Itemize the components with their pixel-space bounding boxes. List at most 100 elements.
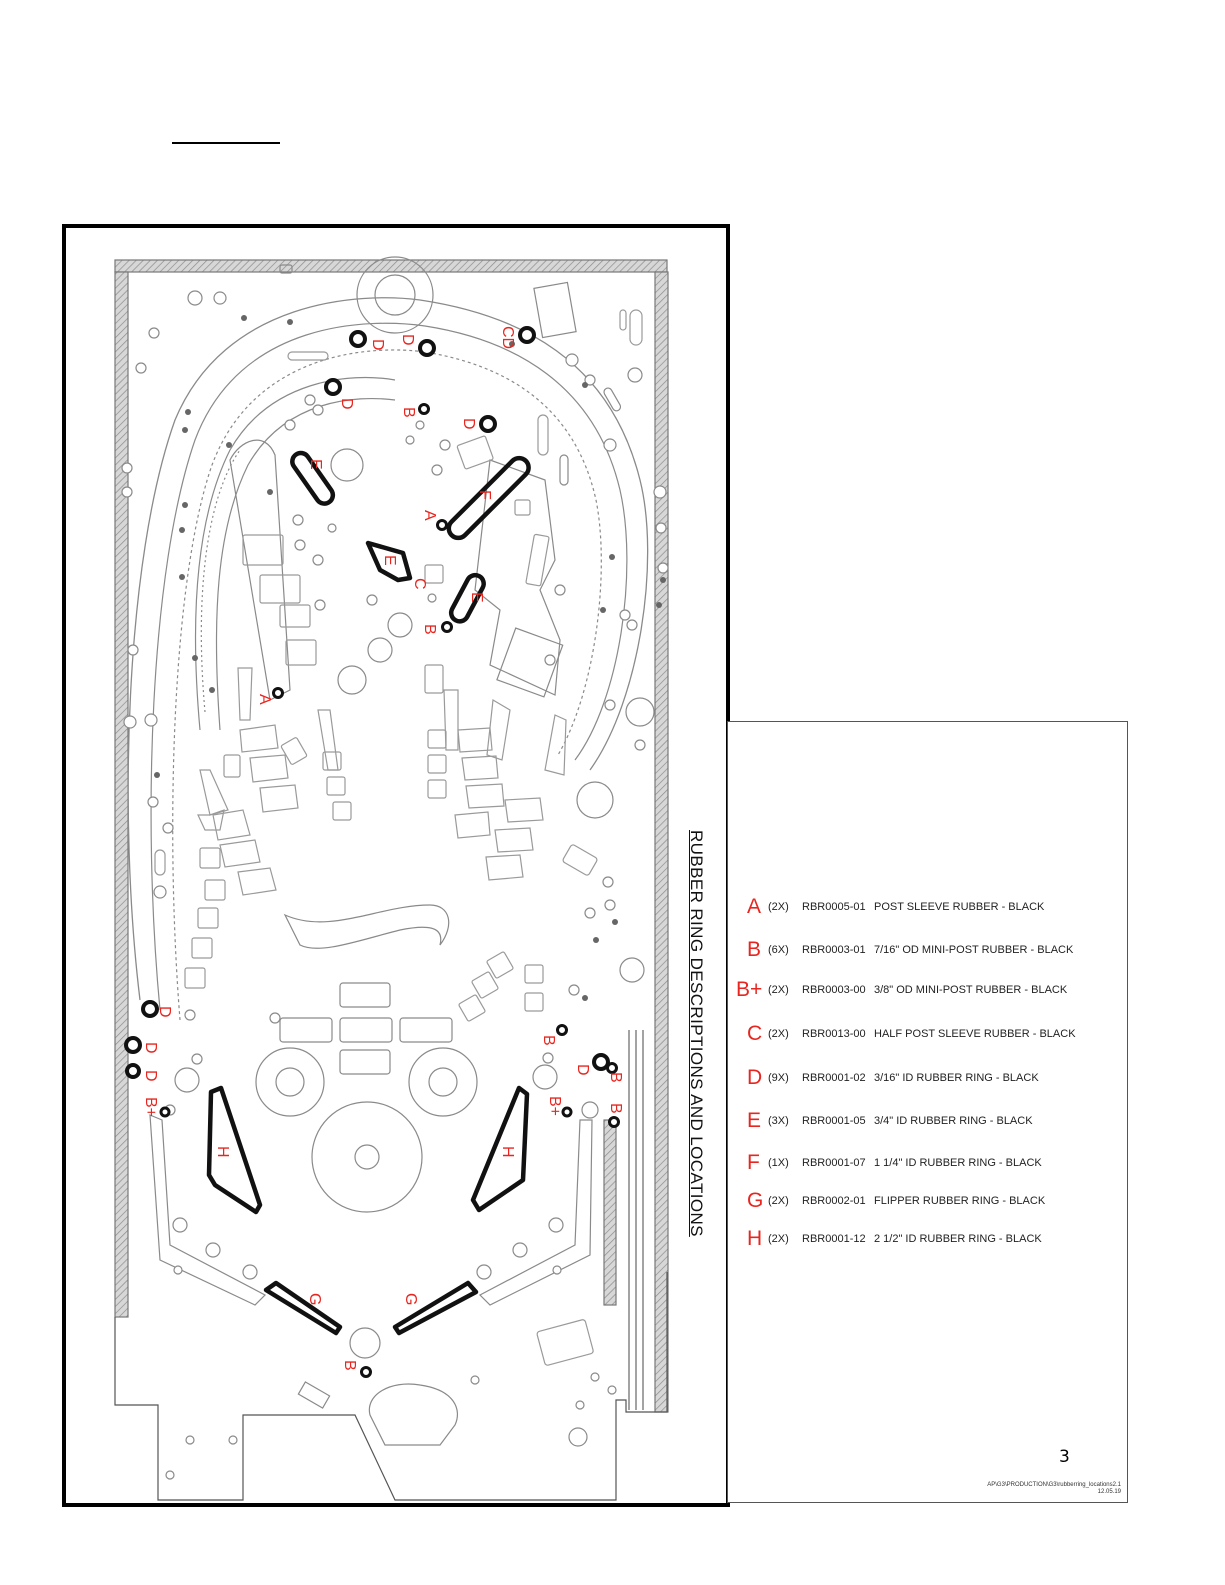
callout-h: H (499, 1146, 516, 1158)
legend-letter: F (747, 1151, 760, 1174)
legend-quantity: (2X) (768, 1028, 789, 1040)
legend-part-number: RBR0001-02 (802, 1072, 866, 1084)
rubber-a (436, 519, 448, 531)
rubber-d (349, 330, 367, 348)
callout-cd: CD (499, 326, 516, 349)
rubber-b (360, 1366, 372, 1378)
legend-description: 3/4" ID RUBBER RING - BLACK (874, 1115, 1033, 1127)
legend-quantity: (6X) (768, 944, 789, 956)
legend-description: 2 1/2" ID RUBBER RING - BLACK (874, 1233, 1042, 1245)
rubber-b (608, 1116, 620, 1128)
callout-d: D (142, 1070, 159, 1082)
callout-a: A (421, 510, 438, 521)
legend-quantity: (2X) (768, 901, 789, 913)
callout-g: G (402, 1293, 419, 1305)
rubber-b-plus (159, 1106, 171, 1118)
callout-b: B (400, 407, 417, 418)
legend-part-number: RBR0001-12 (802, 1233, 866, 1245)
legend-description: 7/16" OD MINI-POST RUBBER - BLACK (874, 944, 1074, 956)
legend-row: F (1X) RBR0001-07 1 1/4" ID RUBBER RING - B… (728, 1150, 1128, 1176)
callout-b: B (540, 1035, 557, 1046)
legend-quantity: (1X) (768, 1157, 789, 1169)
legend-description: POST SLEEVE RUBBER - BLACK (874, 901, 1045, 913)
callout-e: E (381, 555, 398, 566)
legend-description: 3/8" OD MINI-POST RUBBER - BLACK (874, 984, 1068, 996)
file-date: 12.05.19 (1097, 1489, 1121, 1495)
legend-row: C (2X) RBR0013-00 HALF POST SLEEVE RUBBER -… (728, 1021, 1128, 1047)
legend-description: 3/16" ID RUBBER RING - BLACK (874, 1072, 1039, 1084)
legend-quantity: (9X) (768, 1072, 789, 1084)
rubber-h-left (206, 1085, 263, 1215)
legend-description: 1 1/4" ID RUBBER RING - BLACK (874, 1157, 1042, 1169)
rubber-a (272, 687, 284, 699)
callout-d: D (399, 334, 416, 346)
diagram-title: RUBBER RING DESCRIPTIONS AND LOCATIONS (686, 830, 706, 1275)
legend-description: HALF POST SLEEVE RUBBER - BLACK (874, 1028, 1076, 1040)
callout-b: B (341, 1360, 358, 1371)
rubber-d (418, 339, 436, 357)
callout-g: G (306, 1293, 323, 1305)
callout-e: E (307, 459, 324, 470)
legend-description: FLIPPER RUBBER RING - BLACK (874, 1195, 1046, 1207)
legend-letter: H (747, 1227, 763, 1250)
callout-d: D (369, 339, 386, 351)
callout-b-plus: B+ (546, 1096, 563, 1116)
legend-letter: D (747, 1066, 763, 1089)
flipper-rubber-left (263, 1280, 343, 1336)
rubber-b-plus (561, 1106, 573, 1118)
callout-b: B (607, 1072, 624, 1083)
file-path: AP\G3\PRODUCTION\G3\rubberring_locations… (987, 1482, 1121, 1496)
callout-d: D (338, 398, 355, 410)
rubber-d (141, 1000, 159, 1018)
legend-quantity: (2X) (768, 1195, 789, 1207)
header-rule (172, 142, 280, 144)
callout-b-plus: B+ (142, 1097, 159, 1117)
callout-f: F (476, 490, 493, 500)
rubber-e-3 (448, 572, 486, 624)
rubber-d (592, 1053, 610, 1071)
callout-e: E (468, 592, 485, 603)
rubber-h-right (470, 1085, 530, 1213)
rubber-d (124, 1036, 142, 1054)
callout-b: B (607, 1103, 624, 1114)
callout-h: H (214, 1146, 231, 1158)
diagram-title-text: RUBBER RING DESCRIPTIONS AND LOCATIONS (687, 830, 706, 1237)
legend-part-number: RBR0003-00 (802, 984, 866, 996)
callout-a: A (256, 694, 273, 705)
legend-part-number: RBR0003-01 (802, 944, 866, 956)
legend-letter: G (747, 1189, 764, 1212)
rubber-d (324, 378, 342, 396)
rubber-e-2 (365, 540, 413, 583)
callout-d: D (574, 1064, 591, 1076)
legend-letter: E (747, 1109, 762, 1132)
flipper-rubber-right (392, 1280, 479, 1336)
callout-d: D (156, 1006, 173, 1018)
legend-letter: B (747, 938, 762, 961)
file-path-line: AP\G3\PRODUCTION\G3\rubberring_locations… (987, 1482, 1121, 1488)
legend-letter: A (747, 895, 762, 918)
callout-c: C (411, 578, 428, 590)
legend-letter: C (747, 1022, 763, 1045)
legend-row: G (2X) RBR0002-01 FLIPPER RUBBER RING - BLA… (728, 1188, 1128, 1214)
rubber-d (125, 1063, 141, 1079)
legend-part-number: RBR0002-01 (802, 1195, 866, 1207)
playfield-outline (114, 256, 669, 1501)
legend-part-number: RBR0001-07 (802, 1157, 866, 1169)
legend-quantity: (3X) (768, 1115, 789, 1127)
legend-part-number: RBR0013-00 (802, 1028, 866, 1040)
rubber-cd (518, 326, 536, 344)
legend-row: D (9X) RBR0001-02 3/16" ID RUBBER RING - BL… (728, 1065, 1128, 1091)
callout-d: D (142, 1042, 159, 1054)
callout-labels: D D CD D B D E F A E C E B A D D D B+ B … (142, 326, 624, 1371)
legend-row: B (6X) RBR0003-01 7/16" OD MINI-POST RUBBER… (728, 937, 1128, 963)
page-number: 3 (1059, 1447, 1070, 1467)
post-rubbers (124, 326, 620, 1378)
rubber-d (479, 415, 497, 433)
